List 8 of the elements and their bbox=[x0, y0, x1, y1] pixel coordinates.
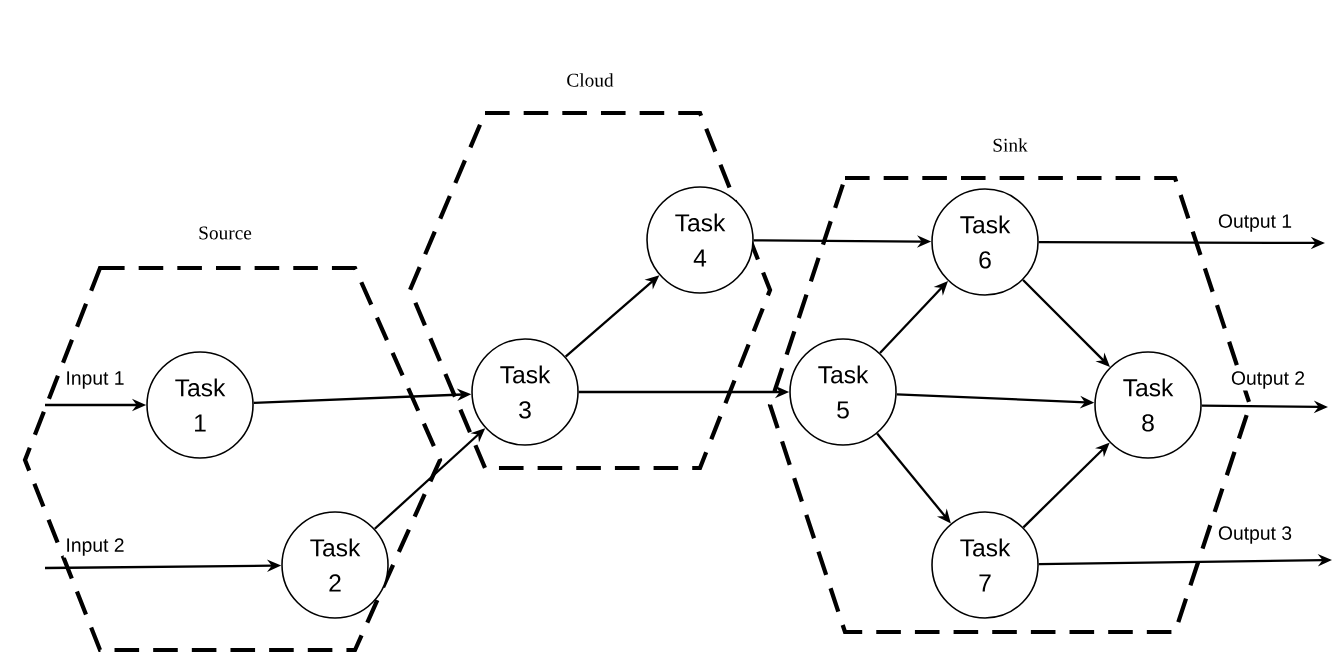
edge-label: Output 2 bbox=[1229, 369, 1307, 391]
edge-label: Input 2 bbox=[63, 536, 127, 558]
node-label: Cloud bbox=[567, 73, 614, 87]
edge-label: Output 1 bbox=[1216, 212, 1294, 234]
node-label: Sink bbox=[993, 138, 1028, 152]
node-label: Source bbox=[199, 226, 252, 240]
edge-label: Output 3 bbox=[1216, 524, 1294, 546]
arrow bbox=[1022, 279, 1110, 367]
